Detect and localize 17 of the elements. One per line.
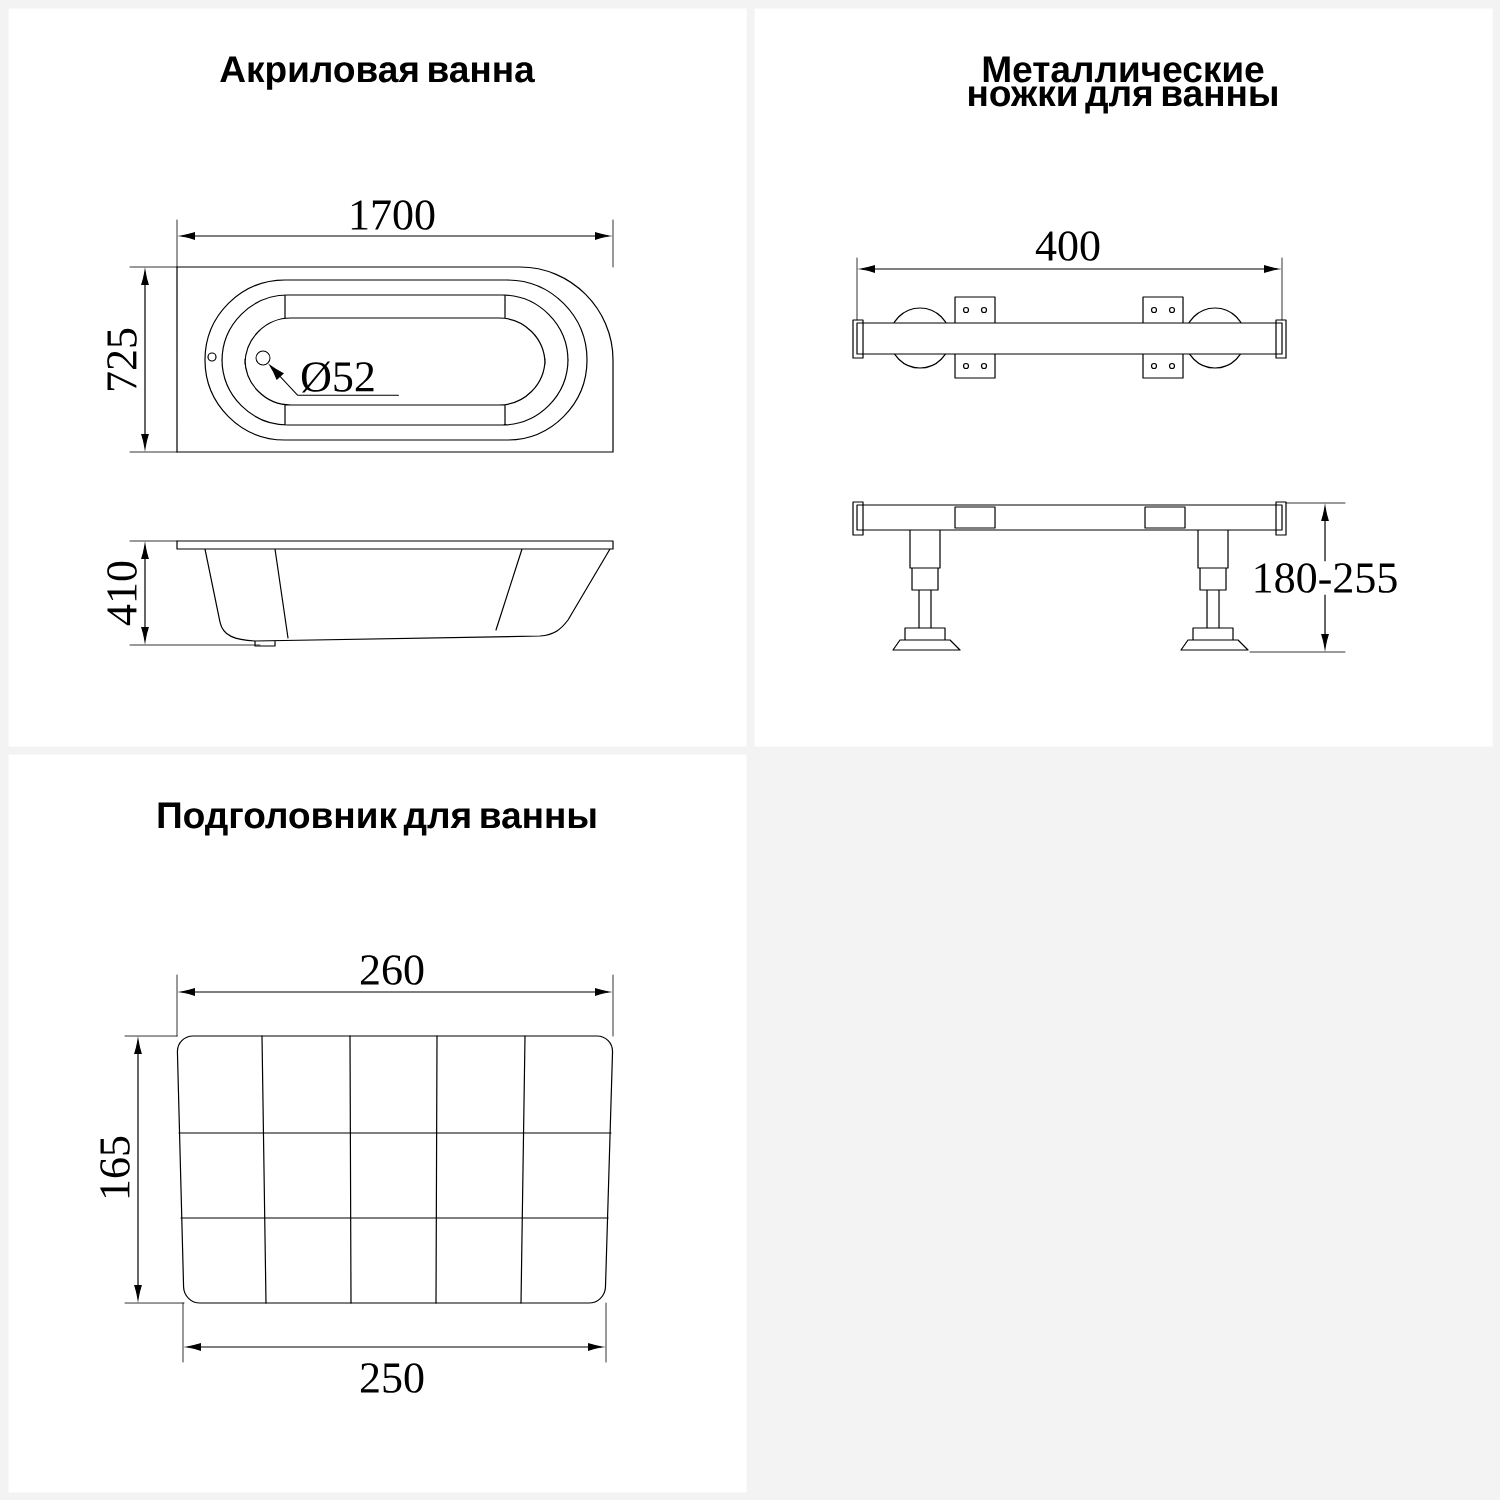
dimension-label: 725 xyxy=(107,328,137,391)
dimension-label: 1700 xyxy=(351,200,435,230)
panel-card xyxy=(8,8,747,747)
dimension-label: 250 xyxy=(360,1363,424,1393)
dimension-label: 400 xyxy=(1035,231,1100,261)
panel-card xyxy=(754,8,1493,747)
dimension-label: 180-255 xyxy=(1249,561,1401,595)
panel-heading: Подголовник для ванны xyxy=(158,802,596,836)
panel-heading: Металлические ножки для ванны xyxy=(969,56,1277,114)
dimension-label: 260 xyxy=(360,955,424,985)
leader-line xyxy=(269,365,399,396)
dimension-label: 410 xyxy=(107,561,137,626)
diameter-label: Ø52 xyxy=(301,361,374,393)
panel-card xyxy=(8,754,747,1493)
dimension-label: 165 xyxy=(100,1136,130,1198)
panel-heading: Акриловая ванна xyxy=(220,56,535,90)
drain-hole xyxy=(255,350,271,366)
